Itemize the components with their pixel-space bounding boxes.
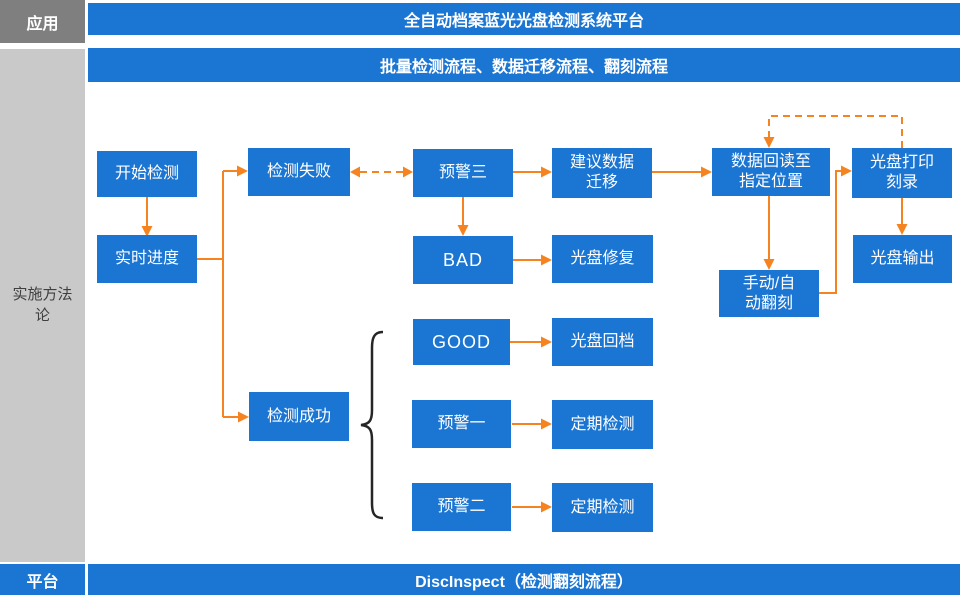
node-manual-auto-reburn: 手动/自 动翻刻	[719, 270, 819, 317]
footer-banner: DiscInspect（检测翻刻流程）	[88, 564, 960, 595]
node-good: GOOD	[413, 319, 510, 365]
group-brace	[360, 330, 384, 520]
rail-label-platform: 平台	[0, 564, 85, 595]
node-detection-success: 检测成功	[249, 392, 349, 441]
node-start-detection: 开始检测	[97, 151, 197, 197]
node-bad: BAD	[413, 236, 513, 284]
rail-label-application: 应用	[0, 0, 85, 43]
node-suggest-migration: 建议数据 迁移	[552, 148, 652, 198]
node-realtime-progress: 实时进度	[97, 235, 197, 283]
node-detection-failed: 检测失败	[248, 148, 350, 196]
subtitle-banner: 批量检测流程、数据迁移流程、翻刻流程	[88, 48, 960, 82]
rail-label-methodology: 实施方法 论	[0, 49, 85, 562]
node-warning-2: 预警二	[412, 483, 511, 531]
node-warning-3: 预警三	[413, 149, 513, 197]
title-banner: 全自动档案蓝光光盘检测系统平台	[88, 3, 960, 35]
node-disc-print-burn: 光盘打印 刻录	[852, 148, 952, 198]
node-data-readback: 数据回读至 指定位置	[712, 148, 830, 196]
node-periodic-check-1: 定期检测	[552, 400, 653, 449]
node-disc-archive: 光盘回档	[552, 318, 653, 366]
node-warning-1: 预警一	[412, 400, 511, 448]
node-disc-output: 光盘输出	[853, 235, 952, 283]
node-periodic-check-2: 定期检测	[552, 483, 653, 532]
node-disc-repair: 光盘修复	[552, 235, 653, 283]
